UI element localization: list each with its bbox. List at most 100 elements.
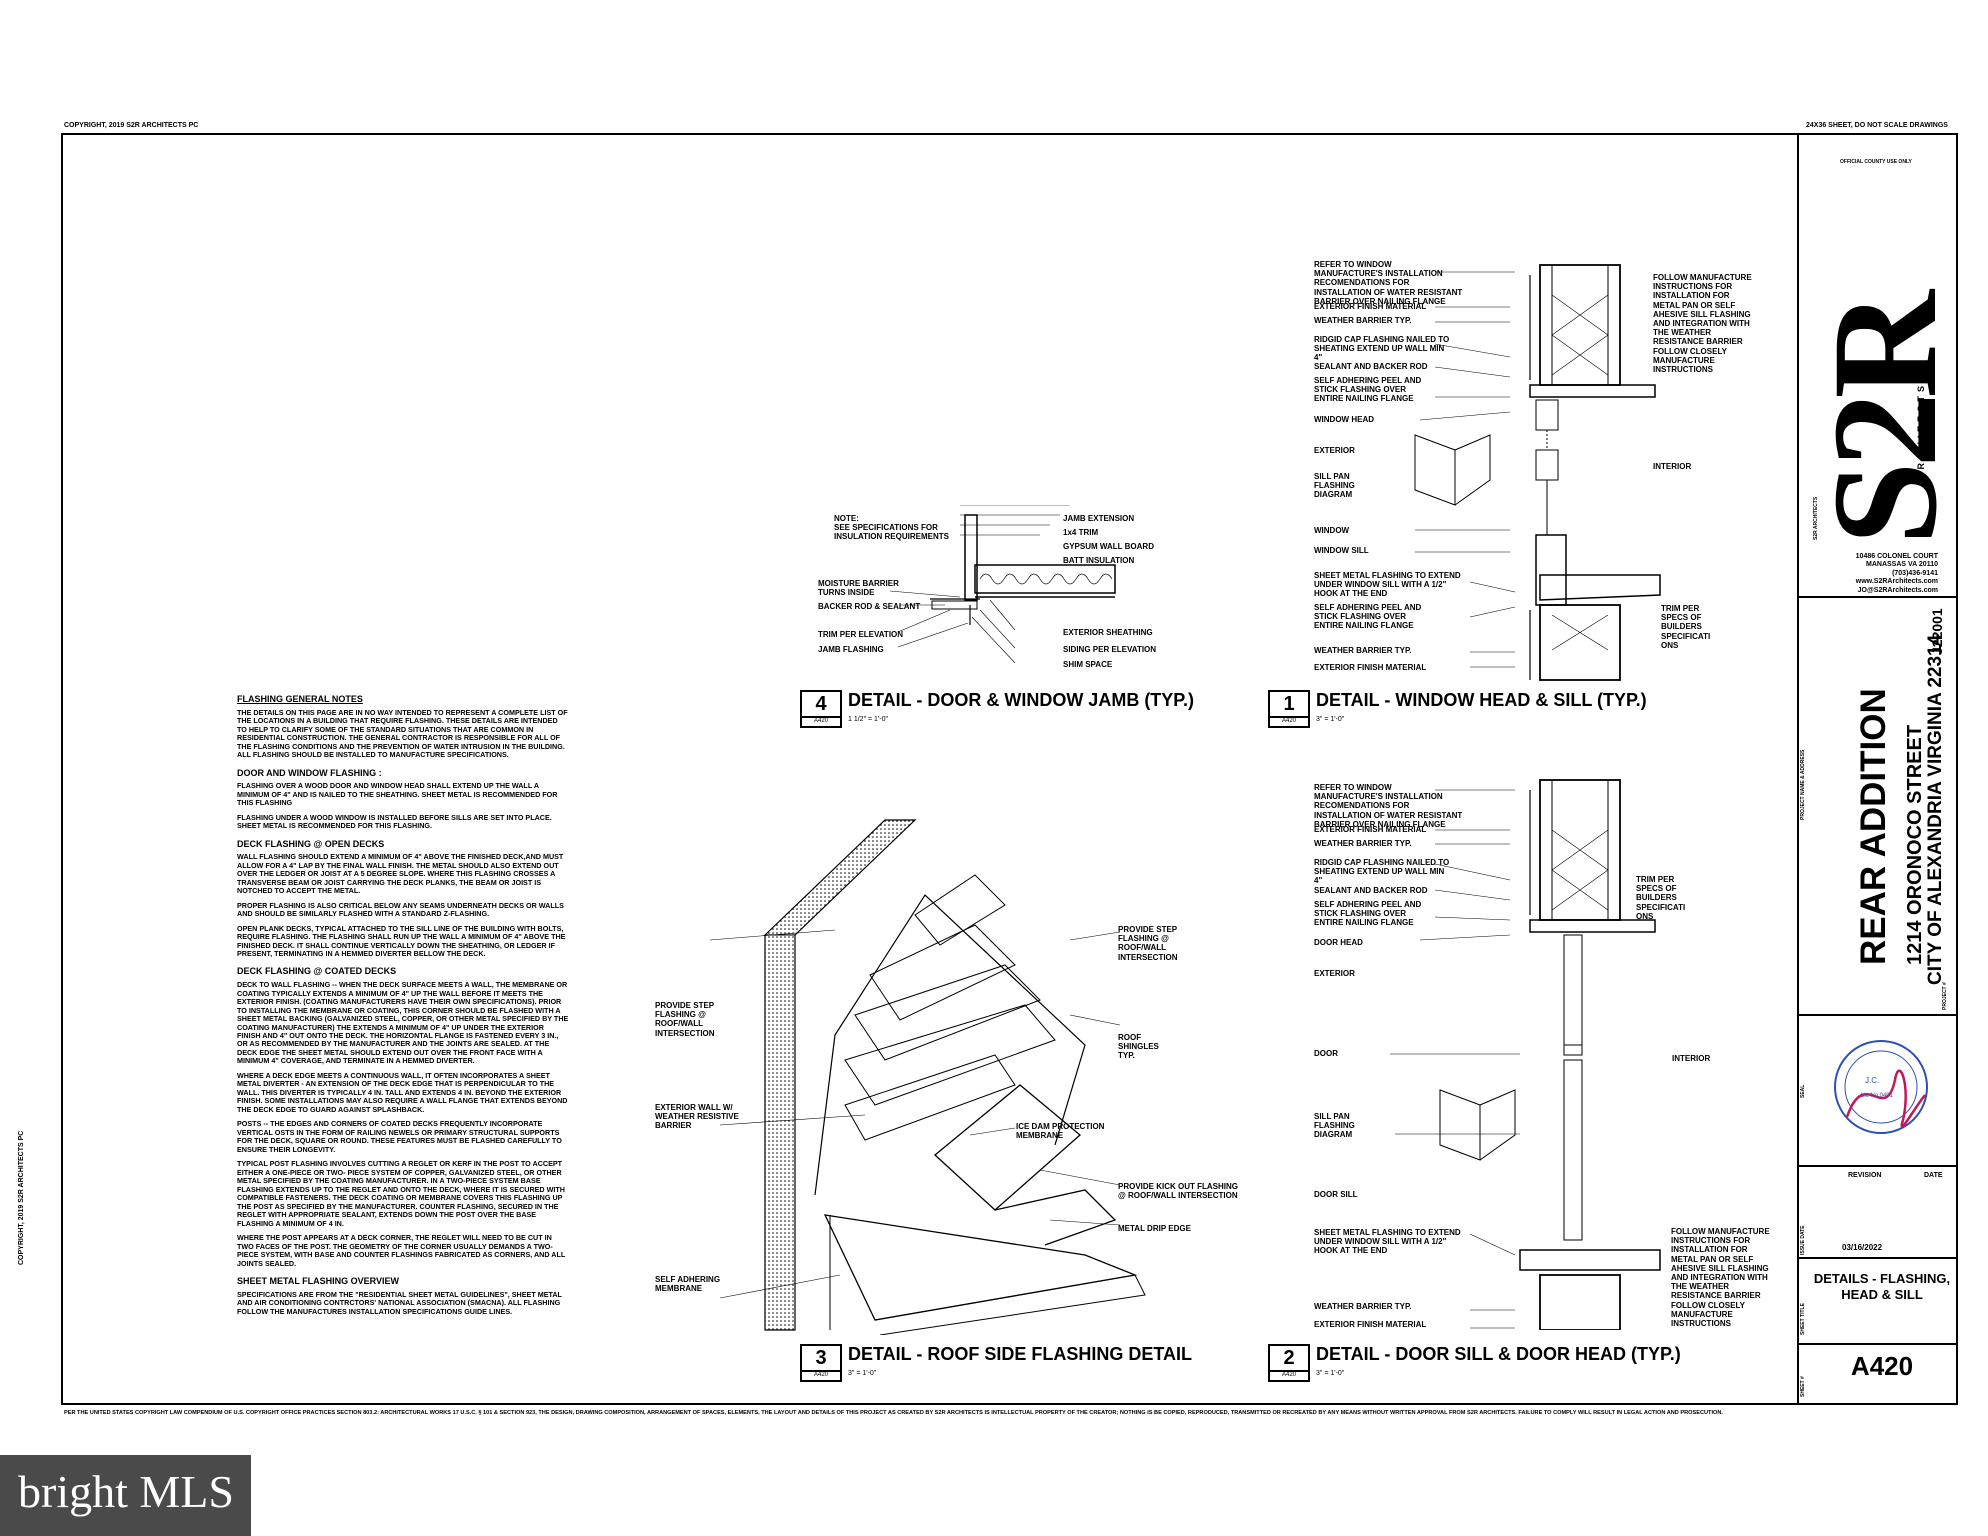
detail-number: 2 [1268, 1344, 1310, 1372]
note-paragraph: WHERE THE POST APPEARS AT A DECK CORNER,… [237, 1233, 566, 1268]
project-address: 1214 ORONOCO STREET [1904, 724, 1926, 965]
sheet-title: DETAILS - FLASHING, HEAD & SILL [1813, 1271, 1951, 1302]
note-paragraph: DECK TO WALL FLASHING -- WHEN THE DECK S… [237, 980, 569, 1066]
tb-line-5 [1797, 1343, 1958, 1345]
tb-line-3 [1797, 1165, 1958, 1167]
notes-heading: FLASHING GENERAL NOTES [237, 694, 363, 704]
callout-label: WEATHER BARRIER TYP. [1314, 839, 1412, 848]
watermark-text: bright MLS [18, 1466, 234, 1517]
note-paragraph: WHERE A DECK EDGE MEETS A CONTINUOUS WAL… [237, 1070, 568, 1114]
sheet-number-label: SHEET # [1800, 1376, 1806, 1397]
callout-label: JAMB FLASHING [818, 645, 884, 654]
callout-label: SILL PAN FLASHING DIAGRAM [1314, 472, 1355, 500]
open-decks-heading: DECK FLASHING @ OPEN DECKS [237, 838, 385, 849]
callout-label: EXTERIOR FINISH MATERIAL [1314, 663, 1427, 672]
tb-line-4 [1797, 1257, 1958, 1259]
detail-name: DETAIL - ROOF SIDE FLASHING DETAIL [848, 1344, 1192, 1364]
callout-label: FOLLOW MANUFACTURE INSTRUCTIONS FOR INST… [1653, 273, 1752, 374]
detail-scale: 3" = 1'-0" [848, 1370, 877, 1377]
callout-label: EXTERIOR SHEATHING [1063, 628, 1153, 637]
copyright-header: COPYRIGHT, 2019 S2R ARCHITECTS PC [64, 122, 199, 129]
callout-label: WEATHER BARRIER TYP. [1314, 316, 1412, 325]
door-leader-lines [1390, 789, 1520, 1329]
detail-sheet-ref: A420 [800, 716, 842, 728]
callout-label: GYPSUM WALL BOARD [1063, 542, 1154, 551]
detail-number: 1 [1268, 690, 1310, 718]
detail-scale: 1 1/2" = 1'-0" [848, 716, 888, 723]
callout-label: SILL PAN FLASHING DIAGRAM [1314, 1112, 1355, 1140]
callout-label: SEALANT AND BACKER ROD [1314, 362, 1428, 371]
sheet-title-label: SHEET TITLE [1800, 1303, 1806, 1335]
callout-label: SHEET METAL FLASHING TO EXTEND UNDER WIN… [1314, 1228, 1461, 1256]
callout-label: BATT INSULATION [1063, 556, 1135, 565]
project-name-label: PROJECT NAME & ADDRESS [1800, 749, 1806, 820]
note-paragraph: TYPICAL POST FLASHING INVOLVES CUTTING A… [237, 1159, 565, 1228]
callout-label: EXTERIOR [1314, 446, 1355, 455]
flashing-general-notes: FLASHING GENERAL NOTES THE DETAILS ON TH… [237, 686, 569, 1322]
detail-number: 4 [800, 690, 842, 718]
detail-sheet-ref: A420 [1268, 716, 1310, 728]
copyright-legal: PER THE UNITED STATES COPYRIGHT LAW COMP… [64, 1410, 1723, 1416]
jamb-drawing [889, 505, 1116, 664]
callout-label: WEATHER BARRIER TYP. [1314, 646, 1412, 655]
door-window-heading: DOOR AND WINDOW FLASHING : [237, 767, 382, 778]
jamb-note: NOTE: SEE SPECIFICATIONS FOR INSULATION … [834, 514, 949, 542]
detail-name: DETAIL - DOOR & WINDOW JAMB (TYP.) [848, 690, 1194, 710]
callout-label: SELF ADHERING MEMBRANE [655, 1275, 721, 1294]
sheet-number: A420 [1850, 1351, 1914, 1381]
date-label: DATE [1924, 1172, 1943, 1179]
firm-address: 10486 COLONEL COURT MANASSAS VA 20110 (7… [1855, 553, 1938, 594]
callout-label: EXTERIOR FINISH MATERIAL [1314, 1320, 1427, 1329]
callout-label: SHIM SPACE [1063, 660, 1113, 669]
callout-label: INTERIOR [1672, 1054, 1711, 1063]
roof-flashing-drawing [763, 819, 1146, 1335]
callout-label: SELF ADHERING PEEL AND STICK FLASHING OV… [1314, 900, 1422, 928]
svg-text:Lic No 0401: Lic No 0401 [1861, 1093, 1894, 1099]
note-paragraph: PROPER FLASHING IS ALSO CRITICAL BELOW A… [237, 900, 564, 919]
sill-pan-diagram [1439, 1089, 1516, 1161]
svg-text:J.C.: J.C. [1865, 1076, 1879, 1085]
door-section-drawing [1519, 779, 1661, 1330]
callout-label: TRIM PER ELEVATION [818, 630, 904, 639]
callout-label: SEALANT AND BACKER ROD [1314, 886, 1428, 895]
title-block-divider [1797, 133, 1799, 1405]
callout-label: SELF ADHERING PEEL AND STICK FLASHING OV… [1314, 603, 1422, 631]
window-leader-lines [1415, 271, 1516, 668]
callout-label: EXTERIOR FINISH MATERIAL [1314, 825, 1427, 834]
callout-label: WINDOW HEAD [1314, 415, 1374, 424]
tb-line-1 [1797, 596, 1958, 598]
callout-label: SELF ADHERING PEEL AND STICK FLASHING OV… [1314, 376, 1422, 404]
callout-label: ROOF SHINGLES TYP. [1118, 1033, 1159, 1061]
detail-sheet-ref: A420 [1268, 1370, 1310, 1382]
callout-label: REFER TO WINDOW MANUFACTURE'S INSTALLATI… [1314, 783, 1463, 829]
seal-label: SEAL [1800, 1084, 1806, 1098]
callout-label: REFER TO WINDOW MANUFACTURE'S INSTALLATI… [1314, 260, 1463, 306]
mls-watermark: bright MLS [0, 1455, 251, 1536]
firm-logo: S2R ARCHITECTS [1798, 180, 1958, 550]
callout-label: SHEET METAL FLASHING TO EXTEND UNDER WIN… [1314, 571, 1461, 599]
callout-label: EXTERIOR WALL W/ WEATHER RESISTIVE BARRI… [655, 1103, 739, 1131]
callout-label: METAL DRIP EDGE [1118, 1224, 1191, 1233]
detail-scale: 3" = 1'-0" [1316, 716, 1345, 723]
callout-label: RIDGID CAP FLASHING NAILED TO SHEATING E… [1314, 335, 1450, 363]
note-paragraph: FLASHING UNDER A WOOD WINDOW IS INSTALLE… [237, 812, 552, 831]
overview-heading: SHEET METAL FLASHING OVERVIEW [237, 1276, 400, 1287]
callout-label: DOOR HEAD [1314, 938, 1363, 947]
issue-date-label: ISSUE DATE [1800, 1225, 1806, 1255]
professional-seal: J.C. Lic No 0401 [1834, 1040, 1928, 1134]
callout-label: TRIM PER SPECS OF BUILDERS SPECIFICATI O… [1636, 875, 1686, 921]
callout-label: MOISTURE BARRIER TURNS INSIDE [818, 579, 899, 598]
sheet-note: 24X36 SHEET, DO NOT SCALE DRAWINGS [1806, 122, 1948, 129]
issue-date: 03/16/2022 [1842, 1243, 1883, 1252]
official-use: OFFICIAL COUNTY USE ONLY [1840, 159, 1912, 165]
callout-label: WEATHER BARRIER TYP. [1314, 1302, 1412, 1311]
callout-label: SIDING PER ELEVATION [1063, 645, 1157, 654]
callout-label: RIDGID CAP FLASHING NAILED TO SHEATING E… [1314, 858, 1450, 886]
callout-label: PROVIDE STEP FLASHING @ ROOF/WALL INTERS… [1118, 925, 1178, 962]
detail-scale: 3" = 1'-0" [1316, 1370, 1345, 1377]
detail-number: 3 [800, 1344, 842, 1372]
detail-sheet-ref: A420 [800, 1370, 842, 1382]
note-paragraph: SPECIFICATIONS ARE FROM THE "RESIDENTIAL… [237, 1289, 562, 1316]
callout-label: TRIM PER SPECS OF BUILDERS SPECIFICATI O… [1661, 604, 1711, 650]
callout-label: WINDOW SILL [1314, 546, 1369, 555]
